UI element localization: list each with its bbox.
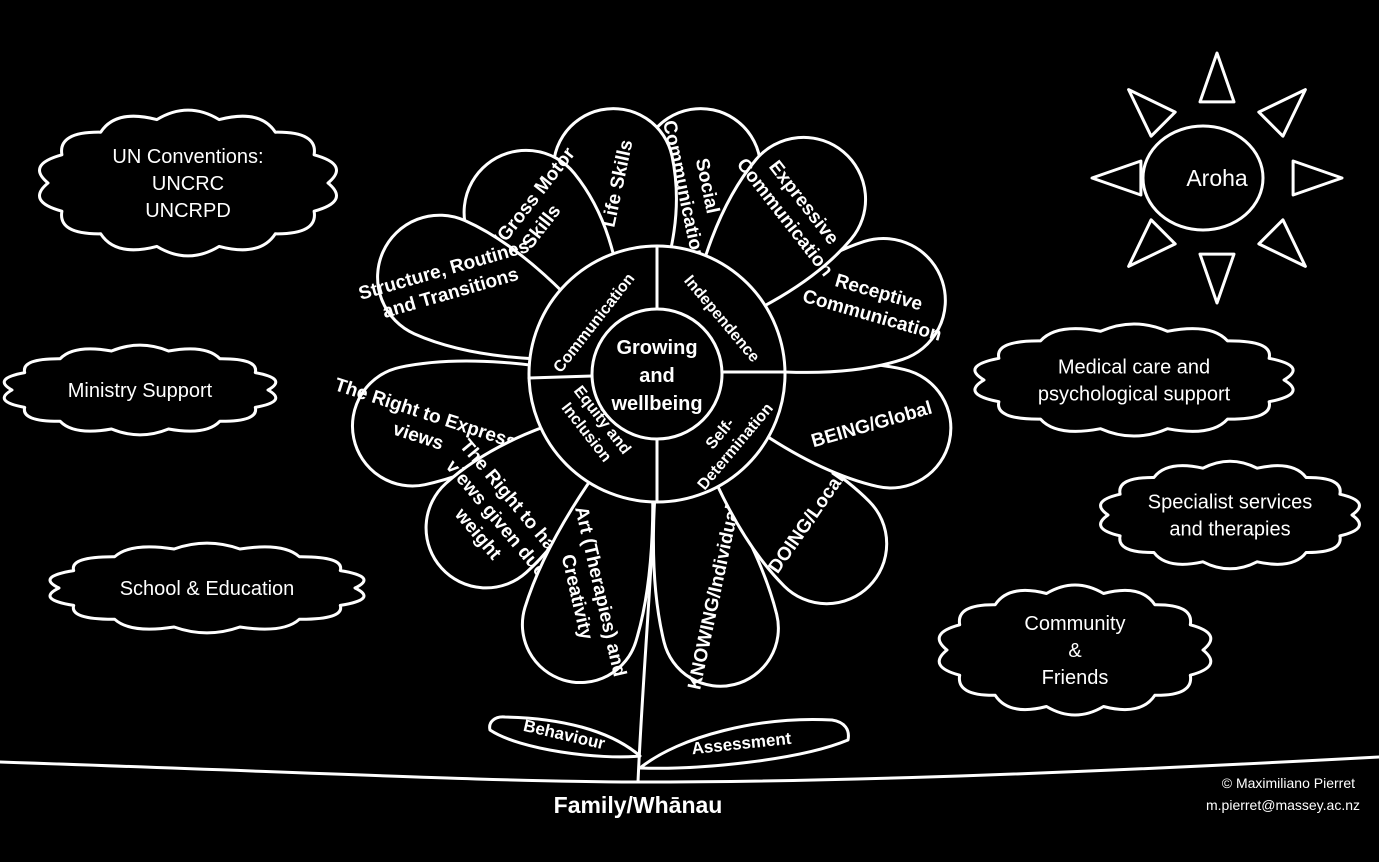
cloud-shape [2,343,278,437]
cloud-label: and therapies [1169,519,1290,541]
sun-ray [1257,88,1307,138]
sun-ray [1198,252,1236,305]
inner-ring: Communication Independence Self- Determi… [527,244,787,504]
clouds: UN Conventions: UNCRC UNCRPD Ministry Suppo… [2,108,1361,717]
cloud-shape [1099,459,1361,571]
cloud-medical-psychological: Medical care and psychological support [973,322,1295,438]
ring-divider-left [527,374,594,380]
cloud-label: & [1068,640,1082,662]
sun: Aroha [1090,51,1344,305]
sun-ray [1198,51,1236,104]
ground-line [0,755,1379,784]
sun-rays [1090,51,1344,305]
credit: © Maximiliano Pierret m.pierret@massey.a… [1206,775,1360,813]
cloud-label: Community [1024,613,1125,635]
sun-ray [1291,159,1344,197]
cloud-label: psychological support [1038,384,1231,406]
cloud-label: Ministry Support [68,380,213,402]
cloud-label: UN Conventions: [112,146,263,168]
cloud-shape [38,108,338,258]
cloud-specialist-services: Specialist services and therapies [1099,459,1361,571]
cloud-label: Specialist services [1148,492,1313,514]
sun-ray [1127,88,1177,138]
cloud-label: UNCRPD [145,200,231,222]
svg-text:Growing: Growing [616,337,697,359]
cloud-label: School & Education [120,578,295,600]
ground-label: Family/Whānau [554,792,723,818]
cloud-shape [937,583,1213,717]
center-label: Growing and wellbeing [610,337,702,415]
cloud-label: UNCRC [152,173,224,195]
svg-text:wellbeing: wellbeing [610,393,702,415]
cloud-shape [973,322,1295,438]
cloud-ministry-support: Ministry Support [2,343,278,437]
credit-name: © Maximiliano Pierret [1222,775,1355,791]
sun-circle [1141,124,1265,232]
credit-email: m.pierret@massey.ac.nz [1206,797,1360,813]
svg-text:and: and [639,365,675,387]
cloud-shape [48,541,366,635]
sun-ray [1090,159,1143,197]
cloud-un-conventions: UN Conventions: UNCRC UNCRPD [38,108,338,258]
sun-ray [1257,218,1307,268]
cloud-school-education: School & Education [48,541,366,635]
sun-label: Aroha [1186,165,1248,191]
cloud-label: Friends [1042,667,1109,689]
cloud-label: Medical care and [1058,357,1210,379]
cloud-community-friends: Community & Friends [937,583,1213,717]
sun-ray [1127,218,1177,268]
